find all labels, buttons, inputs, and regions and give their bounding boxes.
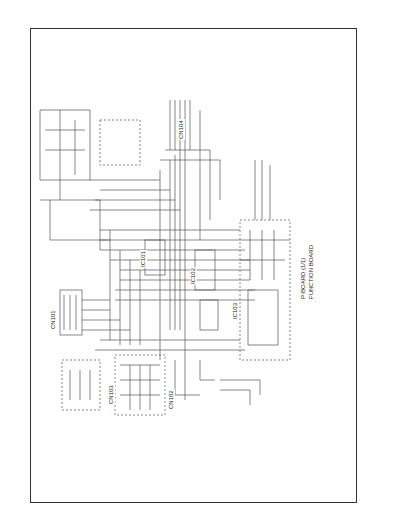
part-label: IC103 bbox=[232, 302, 239, 320]
part-label: IC101 bbox=[140, 250, 147, 268]
part-label: CN101 bbox=[50, 309, 57, 330]
part-label: FUNCTION BOARD bbox=[308, 244, 315, 300]
part-label: CN102 bbox=[168, 389, 175, 410]
part-label: CN103 bbox=[108, 384, 115, 405]
part-label: CN104 bbox=[178, 119, 185, 140]
part-label: P-BOARD (1/1) bbox=[300, 257, 307, 300]
part-label: IC102 bbox=[190, 267, 197, 285]
